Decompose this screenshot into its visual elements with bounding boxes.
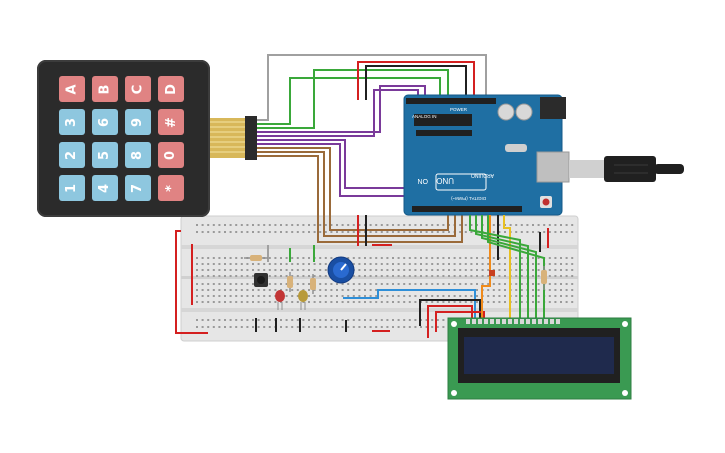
keypad-key[interactable]: 5	[92, 142, 118, 168]
push-button[interactable]	[254, 273, 268, 287]
keypad-key-label: 3	[64, 117, 80, 127]
keypad-key-label: 1	[64, 183, 80, 193]
on-label: ON	[418, 177, 429, 184]
keypad-key-label: 8	[130, 150, 146, 160]
power-label: POWER	[450, 107, 468, 112]
digital-label: DIGITAL (PWM~)	[451, 196, 486, 201]
keypad-key[interactable]: 2	[59, 142, 85, 168]
keypad-key[interactable]: 8	[125, 142, 151, 168]
yellow-led[interactable]	[298, 290, 308, 310]
keypad-key-label: C	[130, 84, 146, 94]
keypad-key[interactable]: 6	[92, 109, 118, 135]
keypad-key[interactable]: A	[59, 76, 85, 102]
keypad-key[interactable]: D	[158, 76, 184, 102]
potentiometer[interactable]	[327, 256, 355, 284]
small-component[interactable]	[489, 270, 495, 276]
keypad-key[interactable]: 4	[92, 175, 118, 201]
keypad-key-label: B	[97, 84, 113, 94]
keypad-key-label: 6	[97, 117, 113, 127]
arduino-uno-board[interactable]: ANALOG IN POWER UNO ARDUINO ON DIGITAL (…	[403, 94, 570, 216]
keypad-key-label: 4	[97, 183, 113, 193]
keypad-key[interactable]: C	[125, 76, 151, 102]
uno-label: UNO	[436, 176, 454, 185]
resistor-2[interactable]	[287, 272, 293, 292]
keypad-key-label: *	[163, 184, 179, 192]
keypad-key-label: A	[64, 83, 80, 95]
keypad-key[interactable]: 9	[125, 109, 151, 135]
keypad-key[interactable]: *	[158, 175, 184, 201]
lcd-pin-header	[466, 319, 560, 324]
keypad-key-label: 9	[130, 117, 146, 127]
resistor-4[interactable]	[541, 266, 547, 290]
keypad-ribbon	[209, 116, 257, 160]
keypad-key-label: 2	[64, 150, 80, 160]
resistor-1[interactable]	[244, 255, 268, 261]
keypad-4x4[interactable]: A B C D 3 6 9 #2 5 8 0 1 4 7 *	[37, 60, 210, 217]
keypad-key[interactable]: #	[158, 109, 184, 135]
lcd-screen	[464, 337, 614, 374]
keypad-key-label: 5	[97, 150, 113, 160]
keypad-key[interactable]: 3	[59, 109, 85, 135]
keypad-key[interactable]: 7	[125, 175, 151, 201]
keypad-key-label: 7	[130, 183, 146, 193]
analog-in-label: ANALOG IN	[412, 114, 437, 119]
keypad-key[interactable]: 1	[59, 175, 85, 201]
keypad-key-label: #	[163, 116, 179, 128]
arduino-brand: ARDUINO	[471, 172, 494, 178]
keypad-wires	[256, 54, 487, 243]
resistor-3[interactable]	[310, 274, 316, 294]
usb-cable[interactable]	[569, 156, 684, 182]
keypad-key-label: D	[163, 83, 179, 95]
keypad-key[interactable]: 0	[158, 142, 184, 168]
breadboard-wires	[175, 215, 549, 338]
red-led[interactable]	[275, 290, 285, 310]
keypad-key[interactable]: B	[92, 76, 118, 102]
lcd-16x2-display[interactable]	[447, 317, 632, 400]
keypad-key-label: 0	[163, 150, 179, 160]
